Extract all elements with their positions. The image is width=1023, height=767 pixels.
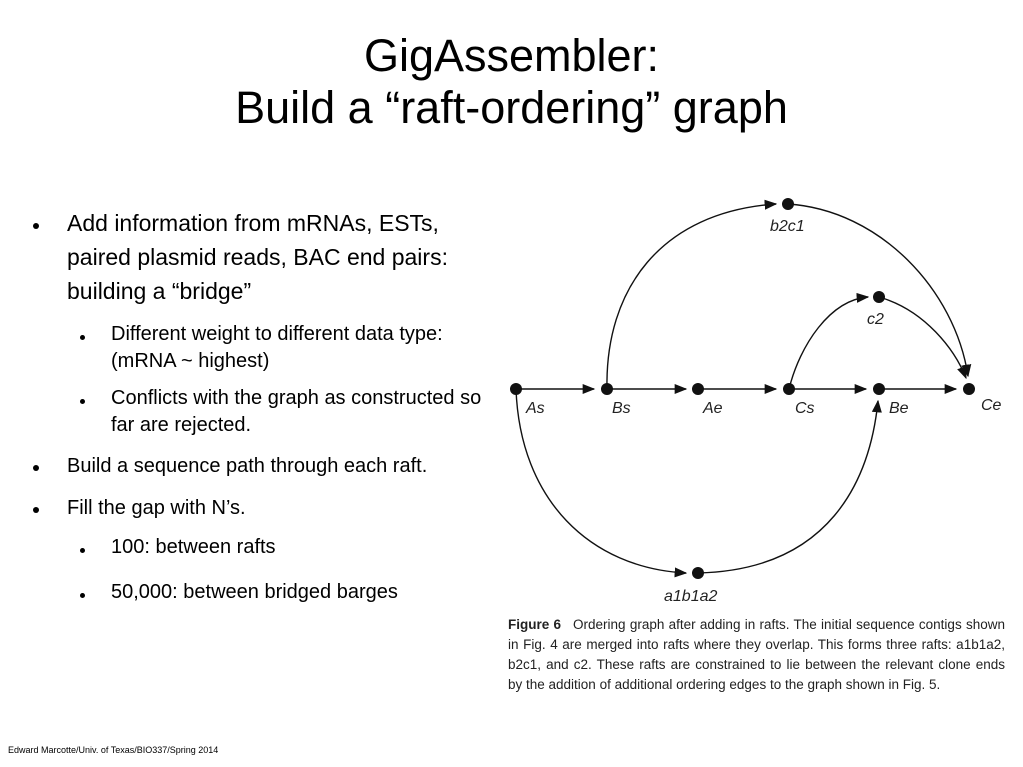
bullet-dot-icon: [80, 335, 85, 340]
node-be: [873, 383, 885, 395]
node-cs: [783, 383, 795, 395]
bullet-item: Build a sequence path through each raft.: [30, 452, 500, 480]
bullet-text: Conflicts with the graph as constructed …: [111, 387, 482, 436]
edge-cs-c2: [788, 292, 870, 390]
label-ae: Ae: [702, 400, 723, 417]
node-a1b1a2: [692, 567, 704, 579]
bullet-dot-icon: [80, 548, 85, 553]
label-bs: Bs: [612, 400, 631, 417]
label-be: Be: [889, 400, 909, 417]
edge-bs-b2c1: [606, 199, 778, 390]
bullet-item: Add information from mRNAs, ESTs, paired…: [30, 206, 500, 308]
bullet-text: Add information from mRNAs, ESTs, paired…: [67, 210, 448, 304]
edge-b2c1-ce: [787, 203, 972, 378]
edge-as-a1b1a2: [515, 388, 688, 578]
bullet-dot-icon: [33, 507, 39, 513]
label-c2: c2: [867, 311, 884, 328]
label-b2c1: b2c1: [770, 218, 805, 235]
node-bs: [601, 383, 613, 395]
edge-a1b1a2-be: [697, 399, 882, 574]
sub-bullet-item: Conflicts with the graph as constructed …: [30, 385, 500, 439]
bullet-list: Add information from mRNAs, ESTs, paired…: [30, 206, 500, 606]
node-ae: [692, 383, 704, 395]
bullet-dot-icon: [80, 593, 85, 598]
bullet-item: Fill the gap with N’s.: [30, 494, 500, 522]
bullet-text: Different weight to different data type:…: [111, 323, 443, 372]
node-b2c1: [782, 198, 794, 210]
raft-ordering-graph: As Bs Ae Cs Be Ce b2c1 c2 a1b1a2: [510, 198, 1002, 605]
node-c2: [873, 291, 885, 303]
sub-bullet-item: Different weight to different data type:…: [30, 321, 500, 375]
figure-caption-text: Ordering graph after adding in rafts. Th…: [508, 617, 1005, 692]
bullet-text: 50,000: between bridged barges: [111, 581, 398, 603]
bullet-text: 100: between rafts: [111, 536, 276, 558]
label-a1b1a2: a1b1a2: [664, 588, 717, 605]
label-cs: Cs: [795, 400, 815, 417]
slide-title-line2: Build a “raft-ordering” graph: [235, 82, 788, 133]
label-as: As: [525, 400, 545, 417]
bullet-text: Build a sequence path through each raft.: [67, 455, 428, 477]
bullet-dot-icon: [80, 399, 85, 404]
sub-bullet-item: 50,000: between bridged barges: [30, 579, 500, 606]
slide-title: GigAssembler: Build a “raft-ordering” gr…: [0, 30, 1023, 134]
slide-footer: Edward Marcotte/Univ. of Texas/BIO337/Sp…: [8, 745, 219, 755]
bullet-text: Fill the gap with N’s.: [67, 497, 246, 519]
bullet-dot-icon: [33, 465, 39, 471]
sub-bullet-item: 100: between rafts: [30, 534, 500, 561]
edge-c2-ce: [878, 296, 967, 380]
node-ce: [963, 383, 975, 395]
bullet-dot-icon: [33, 223, 39, 229]
node-as: [510, 383, 522, 395]
slide-title-line1: GigAssembler:: [363, 30, 660, 81]
label-ce: Ce: [981, 397, 1002, 414]
figure-caption-label: Figure 6: [508, 617, 562, 632]
